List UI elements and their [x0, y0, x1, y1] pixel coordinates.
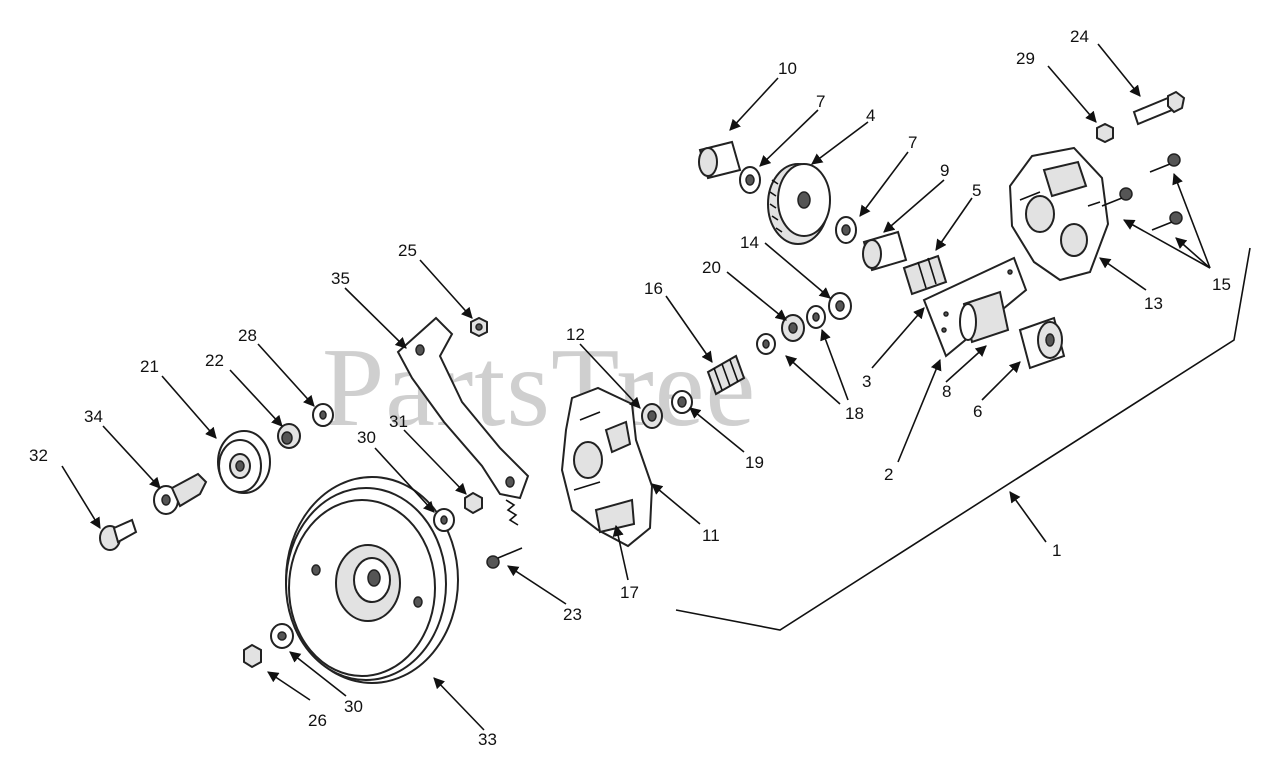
part-29-nut	[1096, 122, 1114, 144]
part-32-shoulder-bolt	[99, 518, 138, 551]
part-5-shaft	[902, 254, 948, 296]
callout-8: 8	[942, 382, 951, 401]
part-7-washer-upper	[739, 166, 761, 194]
part-22-bearing	[277, 423, 301, 449]
callout-30-upper: 30	[357, 428, 376, 447]
part-6-output-shaft	[1018, 316, 1066, 370]
callout-16: 16	[644, 279, 663, 298]
part-4-gear	[767, 163, 831, 245]
callout-30-lower: 30	[344, 697, 363, 716]
callout-34: 34	[84, 407, 103, 426]
part-15-screws	[1101, 153, 1183, 231]
part-18-washer-b	[806, 305, 826, 329]
callout-12: 12	[566, 325, 585, 344]
callout-3: 3	[862, 372, 871, 391]
part-35-idler-arm	[396, 316, 530, 500]
callout-7-upper: 7	[816, 92, 825, 111]
callout-15: 15	[1212, 275, 1231, 294]
callout-14: 14	[740, 233, 759, 252]
part-10-bushing	[698, 140, 742, 180]
callout-24: 24	[1070, 27, 1089, 46]
callout-13: 13	[1144, 294, 1163, 313]
callout-28: 28	[238, 326, 257, 345]
callout-7-lower: 7	[908, 133, 917, 152]
part-7-washer-lower	[835, 216, 857, 244]
part-21-idler-pulley	[217, 430, 271, 494]
callout-21: 21	[140, 357, 159, 376]
part-24-bolt	[1132, 90, 1186, 126]
assembly-bracket	[675, 247, 1251, 631]
leader-lines	[61, 43, 1211, 731]
watermark: PartsTree	[322, 326, 756, 450]
part-25-nut	[470, 316, 488, 338]
part-13-right-housing	[1008, 146, 1110, 282]
callout-19: 19	[745, 453, 764, 472]
callout-22: 22	[205, 351, 224, 370]
part-8-hub	[959, 290, 1010, 344]
part-spring	[505, 499, 519, 526]
callout-6: 6	[973, 402, 982, 421]
part-34-spacer	[153, 472, 208, 515]
callout-35: 35	[331, 269, 350, 288]
part-20-thrust-bearing	[781, 314, 805, 342]
part-11-left-housing	[560, 386, 654, 548]
part-19-washer	[671, 390, 693, 414]
part-23-screw	[486, 547, 523, 569]
part-14-bushing	[828, 292, 852, 320]
part-30-washer-upper	[433, 508, 455, 532]
callout-11: 11	[702, 526, 720, 545]
part-12-bushing	[641, 403, 663, 429]
callout-33: 33	[478, 730, 497, 749]
callout-9: 9	[940, 161, 949, 180]
part-9-bushing	[862, 230, 908, 272]
callout-1: 1	[1052, 541, 1061, 560]
callout-32: 32	[29, 446, 48, 465]
callout-17: 17	[620, 583, 639, 602]
part-33-drive-pulley	[285, 476, 459, 684]
callout-25: 25	[398, 241, 417, 260]
callout-31: 31	[389, 412, 408, 431]
callout-23: 23	[563, 605, 582, 624]
part-31-nut	[464, 491, 483, 515]
callout-4: 4	[866, 106, 875, 125]
callout-10: 10	[778, 59, 797, 78]
callout-18: 18	[845, 404, 864, 423]
part-18-washer-a	[756, 333, 776, 355]
callout-20: 20	[702, 258, 721, 277]
callout-2: 2	[884, 465, 893, 484]
part-16-worm	[706, 354, 746, 396]
part-28-washer	[312, 403, 334, 427]
callout-5: 5	[972, 181, 981, 200]
part-30-washer-lower	[270, 623, 294, 649]
part-26-nut	[243, 643, 262, 669]
callout-29: 29	[1016, 49, 1035, 68]
callout-26: 26	[308, 711, 327, 730]
callout-labels: 1 2 3 4 5 6 7 7 8 9 10 11 12 13 14 15 16…	[29, 27, 1231, 749]
